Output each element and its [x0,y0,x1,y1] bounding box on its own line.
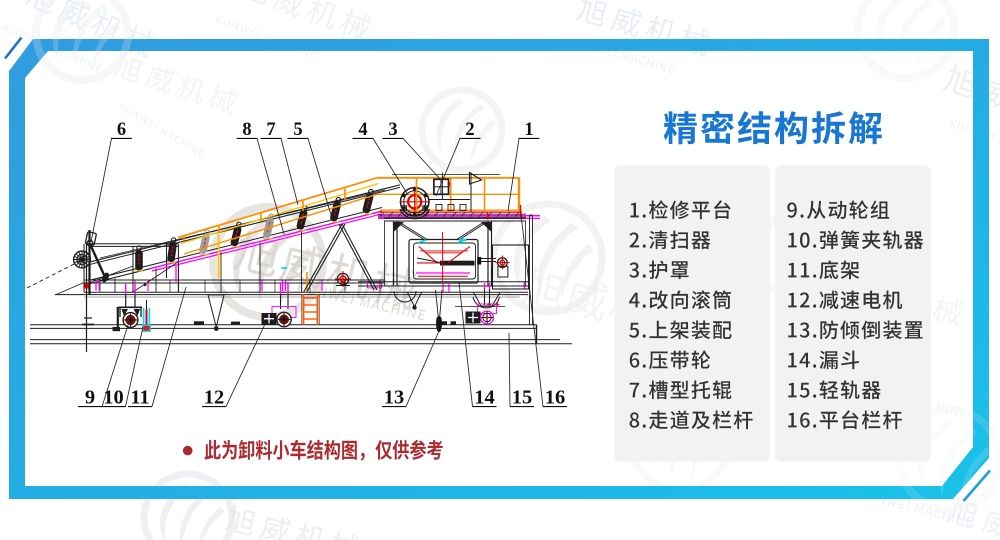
svg-text:12: 12 [204,387,225,409]
svg-text:9: 9 [85,387,95,409]
svg-text:11: 11 [130,387,149,409]
svg-text:5: 5 [293,120,302,140]
svg-text:8: 8 [242,120,251,140]
svg-text:10: 10 [103,387,124,409]
svg-text:14: 14 [474,387,495,409]
svg-text:1: 1 [524,120,533,140]
svg-text:3: 3 [388,120,397,140]
svg-text:7: 7 [266,120,275,140]
svg-text:16: 16 [545,387,566,409]
svg-text:2: 2 [465,120,474,140]
svg-text:6: 6 [117,120,126,140]
svg-text:4: 4 [358,120,367,140]
svg-text:13: 13 [384,387,405,409]
svg-text:15: 15 [512,387,533,409]
